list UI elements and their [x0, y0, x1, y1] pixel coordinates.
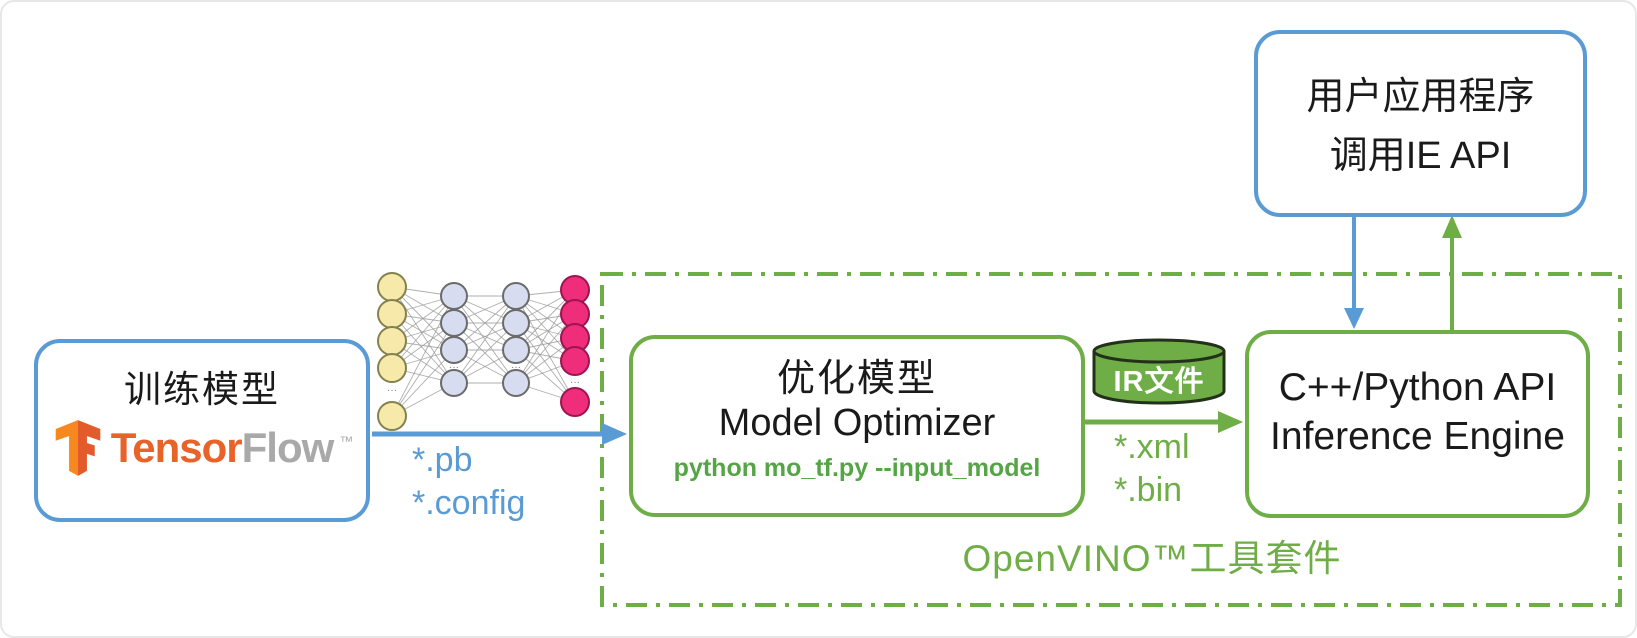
train-model-box: 训练模型 TensorFlow ™ [34, 339, 370, 522]
inference-engine-box: C++/Python API Inference Engine [1245, 330, 1590, 518]
config-label: *.config [412, 483, 526, 522]
user-app-box: 用户应用程序 调用IE API [1254, 30, 1587, 217]
model-optimizer-command: python mo_tf.py --input_model [673, 454, 1041, 482]
svg-text:···: ··· [449, 362, 459, 373]
model-optimizer-title-en: Model Optimizer [718, 402, 996, 444]
user-app-line1: 用户应用程序 [1306, 76, 1535, 118]
pb-config-label: *.pb *.config [412, 439, 525, 524]
model-optimizer-title-zh: 优化模型 [776, 358, 937, 400]
trademark-symbol: ™ [339, 433, 354, 449]
xml-bin-label: *.xml *.bin [1114, 426, 1190, 511]
train-model-title: 训练模型 [124, 369, 280, 410]
ir-file-label: IR文件 [1113, 366, 1205, 398]
arrow-user-to-engine [1344, 217, 1364, 329]
bin-label: *.bin [1114, 470, 1183, 509]
openvino-toolkit-label: OpenVINO™工具套件 [962, 538, 1342, 579]
ir-file-cylinder: IR文件 [1090, 338, 1228, 406]
neural-network-graphic: ··· ··· ··· ··· [377, 272, 590, 431]
svg-text:···: ··· [570, 377, 580, 388]
svg-text:···: ··· [387, 385, 397, 396]
xml-label: *.xml [1114, 428, 1190, 466]
tensorflow-logo: TensorFlow ™ [51, 419, 354, 477]
model-optimizer-box: 优化模型 Model Optimizer python mo_tf.py --i… [629, 335, 1085, 517]
cylinder-shape [1092, 338, 1226, 405]
tensorflow-wordmark: TensorFlow [110, 424, 335, 471]
user-app-line2: 调用IE API [1329, 134, 1512, 177]
arrow-engine-to-user [1442, 215, 1462, 330]
inference-engine-line1: C++/Python API [1278, 366, 1557, 409]
svg-text:···: ··· [511, 362, 521, 373]
tensorflow-icon [55, 420, 101, 476]
inference-engine-line2: Inference Engine [1270, 414, 1565, 458]
pb-label: *.pb [412, 441, 473, 479]
